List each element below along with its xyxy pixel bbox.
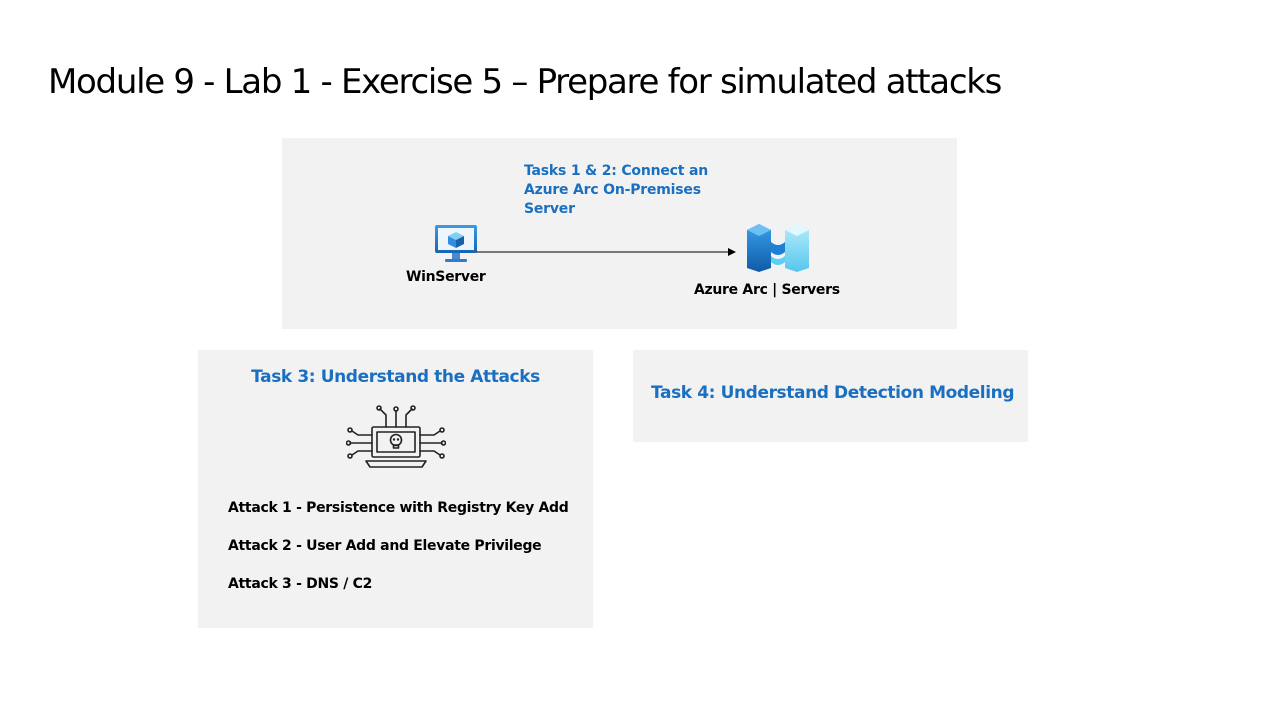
detection-modeling-panel: Task 4: Understand Detection Modeling — [633, 350, 1028, 442]
winserver-label: WinServer — [406, 269, 486, 285]
attack-item: Attack 2 - User Add and Elevate Privileg… — [228, 538, 542, 554]
connection-arrow — [476, 243, 738, 262]
slide-title: Module 9 - Lab 1 - Exercise 5 – Prepare … — [48, 62, 1002, 102]
task-4-label: Task 4: Understand Detection Modeling — [651, 383, 1015, 403]
understand-attacks-panel: Task 3: Understand the Attacks — [198, 350, 593, 628]
connect-arc-panel: Tasks 1 & 2: Connect an Azure Arc On-Pre… — [282, 138, 957, 329]
virtual-machine-monitor-icon — [434, 224, 478, 268]
azure-arc-servers-label: Azure Arc | Servers — [694, 282, 840, 298]
azure-arc-servers-icon — [745, 222, 813, 278]
attack-list: Attack 1 - Persistence with Registry Key… — [228, 500, 569, 614]
attack-item: Attack 3 - DNS / C2 — [228, 576, 373, 592]
attack-item: Attack 1 - Persistence with Registry Key… — [228, 500, 569, 516]
hacker-laptop-skull-icon — [345, 405, 447, 477]
task-3-label: Task 3: Understand the Attacks — [251, 367, 540, 387]
tasks-1-2-label: Tasks 1 & 2: Connect an Azure Arc On-Pre… — [524, 163, 708, 217]
